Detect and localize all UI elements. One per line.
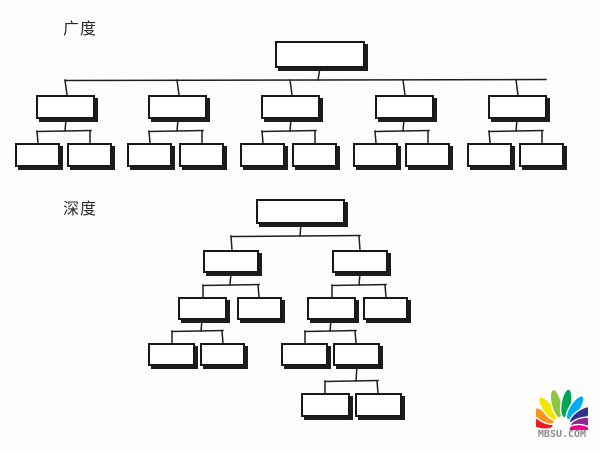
breadth-leaf-node[interactable] xyxy=(240,143,285,167)
breadth-leaf-node[interactable] xyxy=(67,143,112,167)
breadth-root-node[interactable] xyxy=(275,41,365,68)
depth-level3-node[interactable] xyxy=(363,297,408,320)
breadth-leaf-node[interactable] xyxy=(405,143,450,167)
breadth-leaf-node[interactable] xyxy=(292,143,337,167)
section-label-breadth: 广度 xyxy=(63,19,98,38)
breadth-leaf-node[interactable] xyxy=(519,143,564,167)
breadth-level2-node[interactable] xyxy=(488,95,547,119)
depth-level5-node[interactable] xyxy=(355,393,402,417)
depth-root-node[interactable] xyxy=(256,199,345,224)
depth-level4-node[interactable] xyxy=(148,343,195,366)
depth-level3-node[interactable] xyxy=(307,297,356,320)
section-label-depth: 深度 xyxy=(63,199,98,218)
peacock-fan-logo-icon xyxy=(536,388,588,430)
breadth-level2-node[interactable] xyxy=(261,95,320,119)
depth-level4-node[interactable] xyxy=(281,343,328,366)
breadth-leaf-node[interactable] xyxy=(353,143,398,167)
watermark-text: MBSU.COM xyxy=(537,429,587,440)
depth-level4-node[interactable] xyxy=(200,343,245,366)
breadth-level2-node[interactable] xyxy=(375,95,434,119)
depth-level3-node[interactable] xyxy=(237,297,282,320)
depth-level2-node[interactable] xyxy=(203,250,259,273)
depth-level5-node[interactable] xyxy=(301,393,350,417)
breadth-leaf-node[interactable] xyxy=(467,143,512,167)
depth-level2-node[interactable] xyxy=(332,250,388,273)
breadth-leaf-node[interactable] xyxy=(127,143,172,167)
breadth-leaf-node[interactable] xyxy=(15,143,60,167)
breadth-leaf-node[interactable] xyxy=(179,143,224,167)
watermark: MBSU.COM xyxy=(528,386,596,448)
breadth-level2-node[interactable] xyxy=(36,95,95,119)
depth-level3-node[interactable] xyxy=(178,297,227,320)
breadth-level2-node[interactable] xyxy=(148,95,207,119)
depth-level4-node[interactable] xyxy=(333,343,380,366)
